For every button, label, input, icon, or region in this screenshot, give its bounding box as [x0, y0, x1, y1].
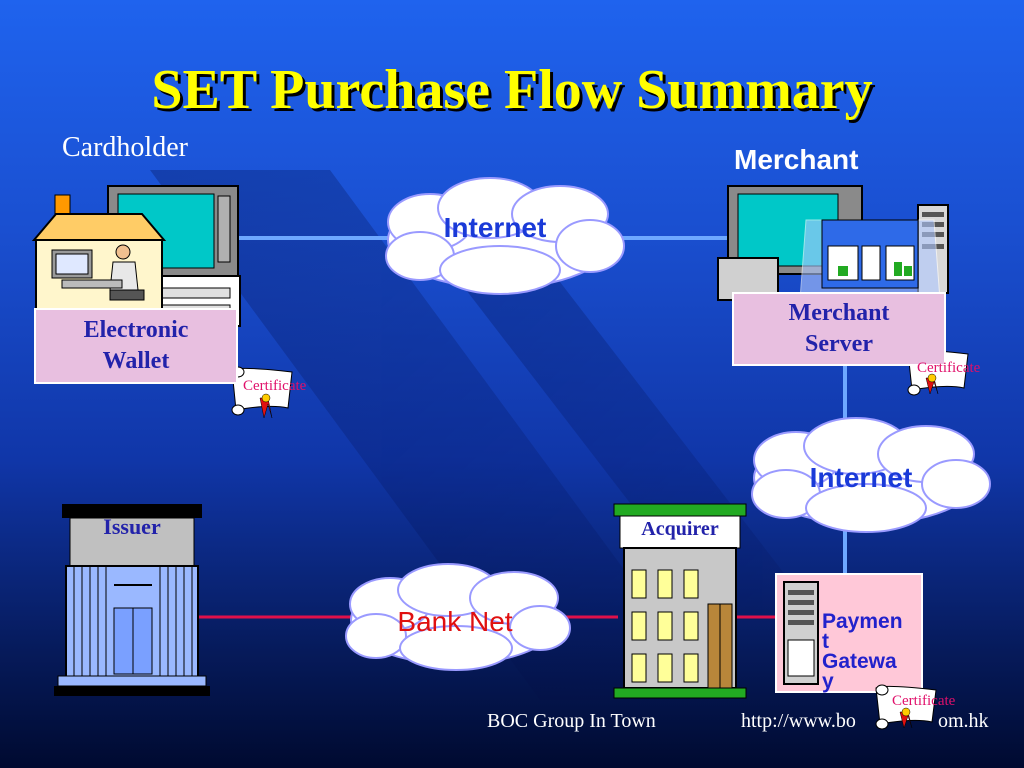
payment-gateway-icon — [775, 573, 923, 693]
cloud-icon — [385, 177, 625, 295]
certificate-label: Certificate — [243, 378, 307, 394]
cloud-icon — [345, 563, 571, 671]
gateway-label-line3: Gatewa — [822, 650, 897, 673]
electronic-wallet-box: Electronic Wallet — [34, 308, 238, 384]
footer-url-start: http://www.bo — [741, 710, 856, 732]
certificate-label: Certificate — [917, 360, 981, 376]
slide-title: SET Purchase Flow Summary — [151, 59, 873, 121]
certificate-icon — [875, 684, 937, 730]
footer-url-end: om.hk — [938, 710, 989, 732]
certificate-icon — [231, 366, 293, 419]
issuer-label: Issuer — [103, 514, 161, 539]
cardholder-label: Cardholder — [62, 132, 188, 163]
gateway-label-line1: Paymen — [822, 610, 903, 633]
bank-net-label: Bank Net — [397, 606, 513, 637]
acquirer-label: Acquirer — [641, 518, 719, 540]
certificate-label: Certificate — [892, 693, 956, 709]
wallet-label-line1: Electronic — [83, 316, 189, 343]
footer-left: BOC Group In Town — [487, 710, 656, 732]
merchant-computer-icon — [717, 185, 949, 301]
gateway-label-line2: t — [822, 630, 829, 653]
house-icon — [31, 194, 167, 311]
cloud-icon — [751, 417, 991, 533]
gateway-label-line4: y — [822, 670, 834, 693]
internet-top-label: Internet — [443, 212, 547, 243]
merchant-server-line2: Server — [805, 331, 873, 357]
merchant-label: Merchant — [734, 144, 859, 175]
internet-right-label: Internet — [809, 462, 913, 493]
issuer-building-icon — [54, 504, 210, 696]
wallet-label-line2: Wallet — [102, 348, 170, 374]
acquirer-building-icon — [613, 503, 747, 699]
merchant-server-line1: Merchant — [788, 299, 890, 326]
payment-gateway-label: Paymen t Gatewa y — [822, 610, 922, 693]
merchant-server-box: Merchant Server — [732, 292, 946, 366]
